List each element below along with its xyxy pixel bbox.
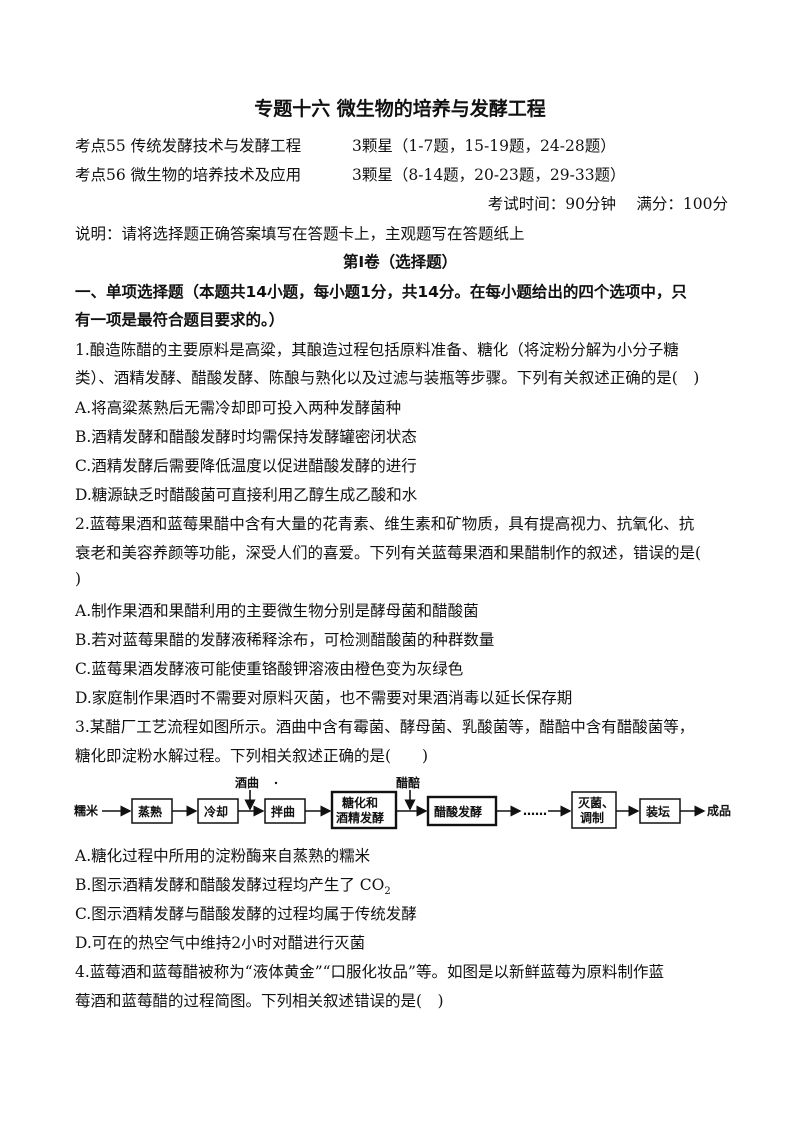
q3-option-b-subscript: 2 bbox=[384, 886, 391, 898]
instruction-note: 说明：请将选择题正确答案填写在答题卡上，主观题写在答题纸上 bbox=[75, 225, 525, 243]
q4-stem-line1: 4.蓝莓酒和蓝莓醋被称为“液体黄金”“口服化妆品”等。如图是以新鲜蓝莓为原料制作… bbox=[75, 963, 664, 981]
q1-stem-line1: 1.酿造陈醋的主要原料是高粱，其酿造过程包括原料准备、糖化（将淀粉分解为小分子糖 bbox=[75, 341, 679, 359]
q2-stem-line3: ) bbox=[75, 570, 82, 588]
q3-option-b-text: B.图示酒精发酵和醋酸发酵过程均产生了 CO bbox=[75, 876, 385, 894]
q4-stem-line2: 莓酒和蓝莓醋的过程简图。下列相关叙述错误的是( ) bbox=[75, 992, 444, 1010]
kaodian-56-label: 考点56 微生物的培养技术及应用 bbox=[75, 166, 302, 184]
q3-option-a: A.糖化过程中所用的淀粉酶来自蒸熟的糯米 bbox=[75, 847, 371, 865]
page-title: 专题十六 微生物的培养与发酵工程 bbox=[254, 98, 546, 120]
flow-step-sterilize-1: 灭菌、 bbox=[577, 795, 614, 810]
flow-input-cupei: 醋醅 bbox=[396, 775, 420, 790]
q3-option-b: B.图示酒精发酵和醋酸发酵过程均产生了 CO2 bbox=[75, 873, 391, 897]
flow-ellipsis: …… bbox=[523, 804, 547, 818]
section-title-line1: 一、单项选择题（本题共14小题，每小题1分，共14分。在每小题给出的四个选项中，… bbox=[75, 283, 687, 301]
flow-step-sterilize-2: 调制 bbox=[580, 810, 604, 825]
flow-step-cool: 冷却 bbox=[204, 804, 228, 819]
process-flowchart: 糯米 蒸熟 冷却 酒曲 拌曲 糖化和 酒精发酵 醋醅 醋酸发酵 …… 灭菌、 调… bbox=[74, 775, 731, 830]
q2-option-b: B.若对蓝莓果醋的发酵液稀释涂布，可检测醋酸菌的种群数量 bbox=[75, 631, 495, 649]
flow-step-saccharify-2: 酒精发酵 bbox=[336, 810, 384, 825]
flow-input-jiuqu: 酒曲 bbox=[235, 775, 259, 790]
flow-box-saccharify bbox=[330, 790, 398, 830]
q1-option-a: A.将高粱蒸熟后无需冷却即可投入两种发酵菌种 bbox=[75, 399, 402, 417]
exam-info: 考试时间：90分钟 满分：100分 bbox=[487, 195, 728, 213]
flow-step-saccharify-1: 糖化和 bbox=[342, 795, 378, 810]
flow-start-label: 糯米 bbox=[74, 803, 99, 818]
flow-dot bbox=[274, 781, 278, 785]
volume-title: 第Ⅰ卷（选择题） bbox=[342, 253, 458, 271]
q3-stem-line1: 3.某醋厂工艺流程如图所示。酒曲中含有霉菌、酵母菌、乳酸菌等，醋醅中含有醋酸菌等… bbox=[75, 718, 695, 736]
flow-end-label: 成品 bbox=[707, 803, 731, 818]
flow-step-jar: 装坛 bbox=[645, 804, 670, 819]
flow-step-mix: 拌曲 bbox=[271, 804, 295, 819]
q1-option-c: C.酒精发酵后需要降低温度以促进醋酸发酵的进行 bbox=[75, 457, 417, 475]
q2-stem-line2: 衰老和美容养颜等功能，深受人们的喜爱。下列有关蓝莓果酒和果醋制作的叙述，错误的是… bbox=[75, 544, 702, 562]
q1-option-d: D.糖源缺乏时醋酸菌可直接利用乙醇生成乙酸和水 bbox=[75, 486, 418, 504]
kaodian-56-stars: 3颗星（8-14题，20-23题，29-33题） bbox=[352, 166, 626, 184]
q1-option-b: B.酒精发酵和醋酸发酵时均需保持发酵罐密闭状态 bbox=[75, 428, 417, 446]
flow-step-acetic: 醋酸发酵 bbox=[434, 804, 482, 819]
q3-stem-line2: 糖化即淀粉水解过程。下列相关叙述正确的是( ) bbox=[75, 747, 429, 765]
flow-box-sterilize bbox=[571, 791, 617, 829]
q2-stem-line1: 2.蓝莓果酒和蓝莓果醋中含有大量的花青素、维生素和矿物质，具有提高视力、抗氧化、… bbox=[75, 515, 695, 533]
section-title-line2: 有一项是最符合题目要求的。） bbox=[75, 311, 285, 329]
q2-option-c: C.蓝莓果酒发酵液可能使重铬酸钾溶液由橙色变为灰绿色 bbox=[75, 660, 464, 678]
kaodian-55-stars: 3颗星（1-7题，15-19题，24-28题） bbox=[352, 137, 616, 155]
q2-option-d: D.家庭制作果酒时不需要对原料灭菌，也不需要对果酒消毒以延长保存期 bbox=[75, 689, 573, 707]
kaodian-55-label: 考点55 传统发酵技术与发酵工程 bbox=[75, 137, 302, 155]
q3-option-c: C.图示酒精发酵与醋酸发酵的过程均属于传统发酵 bbox=[75, 905, 417, 923]
flow-step-steam: 蒸熟 bbox=[138, 804, 162, 819]
q3-option-d: D.可在的热空气中维持2小时对醋进行灭菌 bbox=[75, 934, 366, 952]
q2-option-a: A.制作果酒和果醋利用的主要微生物分别是酵母菌和醋酸菌 bbox=[75, 602, 479, 620]
q1-stem-line2: 类）、酒精发酵、醋酸发酵、陈酿与熟化以及过滤与装瓶等步骤。下列有关叙述正确的是(… bbox=[75, 369, 700, 387]
